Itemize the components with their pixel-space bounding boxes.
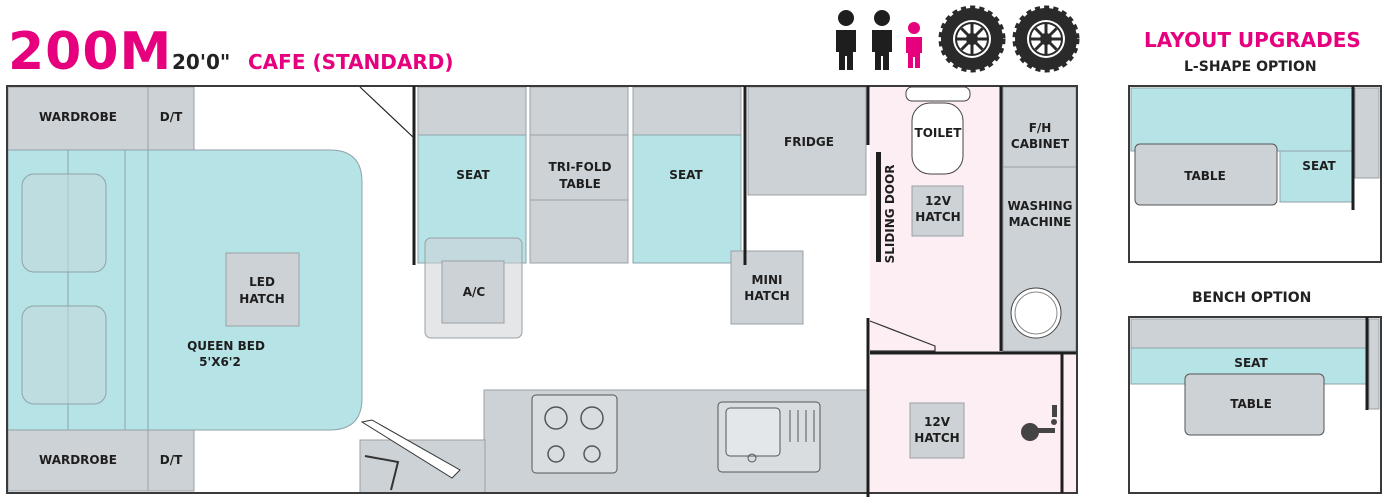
internal-walls: [412, 86, 1076, 497]
burner: [580, 406, 604, 430]
dt-bottom: [147, 429, 195, 492]
sliding-door-track: [876, 152, 881, 262]
led-hatch-label: HATCH: [239, 292, 284, 306]
queen-bed-size-label: 5'X6'2: [199, 355, 241, 369]
sink-bowl: [725, 407, 781, 457]
fh-cabinet-label: CABINET: [1011, 137, 1070, 151]
led-hatch: [225, 252, 300, 327]
step-arm: [364, 455, 400, 491]
layout-name: CAFE (STANDARD): [248, 50, 454, 74]
cooktop: [531, 394, 618, 474]
burner: [583, 445, 601, 463]
trifold-table: [529, 134, 629, 201]
model-length: 20'0": [172, 50, 231, 74]
ac-inner: [441, 260, 505, 324]
dt-label: D/T: [160, 110, 183, 124]
wardrobe-bottom: [7, 429, 149, 492]
sink-drain: [747, 453, 757, 463]
fh-cabinet: [1002, 86, 1077, 168]
seat-back-right: [632, 86, 742, 136]
wardrobe-label: WARDROBE: [39, 110, 117, 124]
bench-title: BENCH OPTION: [1192, 290, 1312, 306]
mini-hatch-label: HATCH: [744, 289, 789, 303]
pillow: [21, 305, 107, 405]
wardrobe-label: WARDROBE: [39, 453, 117, 467]
hatch-12v-label: HATCH: [914, 431, 959, 445]
washing-machine-label: WASHING: [1007, 199, 1072, 213]
step-box: [359, 439, 486, 494]
lshape-option-plan: [1128, 85, 1382, 263]
adult-person-icon: [836, 10, 856, 70]
sliding-door-label: SLIDING DOOR: [883, 165, 897, 264]
toilet-bowl: [911, 102, 964, 175]
seat-label: SEAT: [456, 168, 490, 182]
fridge: [747, 86, 867, 196]
ensuite-door: [869, 320, 936, 352]
trifold-table-bottom: [529, 199, 629, 264]
bench-seat-label: SEAT: [1234, 356, 1268, 370]
model-name: 200M: [8, 22, 173, 82]
seat-right: [632, 134, 742, 264]
washing-drum: [1014, 291, 1058, 335]
toilet-label: TOILET: [915, 126, 963, 140]
hatch-12v-top: [911, 185, 964, 237]
ac-label: A/C: [463, 285, 486, 299]
seat-back-left: [417, 86, 527, 136]
lshape-table-label: TABLE: [1184, 169, 1226, 183]
bench-option-plan: [1128, 316, 1382, 494]
pillow: [21, 173, 107, 273]
fh-cabinet-label: F/H: [1029, 121, 1052, 135]
dt-label: D/T: [160, 453, 183, 467]
child-person-icon: [906, 22, 922, 68]
mini-hatch: [730, 250, 804, 325]
hatch-12v-label: 12V: [925, 194, 952, 208]
wheel-icon: [1012, 5, 1080, 73]
lshape-title: L-SHAPE OPTION: [1184, 59, 1317, 75]
trifold-table-label: TABLE: [559, 177, 601, 191]
hatch-12v-bottom: [909, 402, 965, 459]
adult-person-icon: [872, 10, 892, 70]
burner: [547, 445, 565, 463]
burner: [544, 406, 568, 430]
wheel-icon: [938, 5, 1006, 73]
trifold-table-top: [529, 86, 629, 136]
shower-floor: [870, 355, 1076, 493]
lshape-seat-label: SEAT: [1302, 159, 1336, 173]
queen-bed-label: QUEEN BED: [187, 339, 265, 353]
fridge-label: FRIDGE: [784, 135, 834, 149]
bench-table-label: TABLE: [1230, 397, 1272, 411]
hatch-12v-label: HATCH: [915, 210, 960, 224]
upgrades-title: LAYOUT UPGRADES: [1144, 28, 1361, 52]
washing-drum: [1010, 287, 1062, 339]
mini-hatch-label: MINI: [752, 273, 783, 287]
hatch-12v-label: 12V: [924, 415, 951, 429]
led-hatch-label: LED: [249, 275, 275, 289]
outer-wall: [6, 85, 1078, 494]
shower-tap-icon: [1021, 405, 1057, 441]
fold-step: [360, 419, 461, 479]
door-line: [359, 86, 415, 139]
toilet-cistern: [905, 86, 971, 102]
sink-drainer: [789, 410, 815, 442]
trifold-table-label: TRI-FOLD: [549, 160, 612, 174]
seat-label: SEAT: [669, 168, 703, 182]
washing-machine-label: MACHINE: [1009, 215, 1072, 229]
